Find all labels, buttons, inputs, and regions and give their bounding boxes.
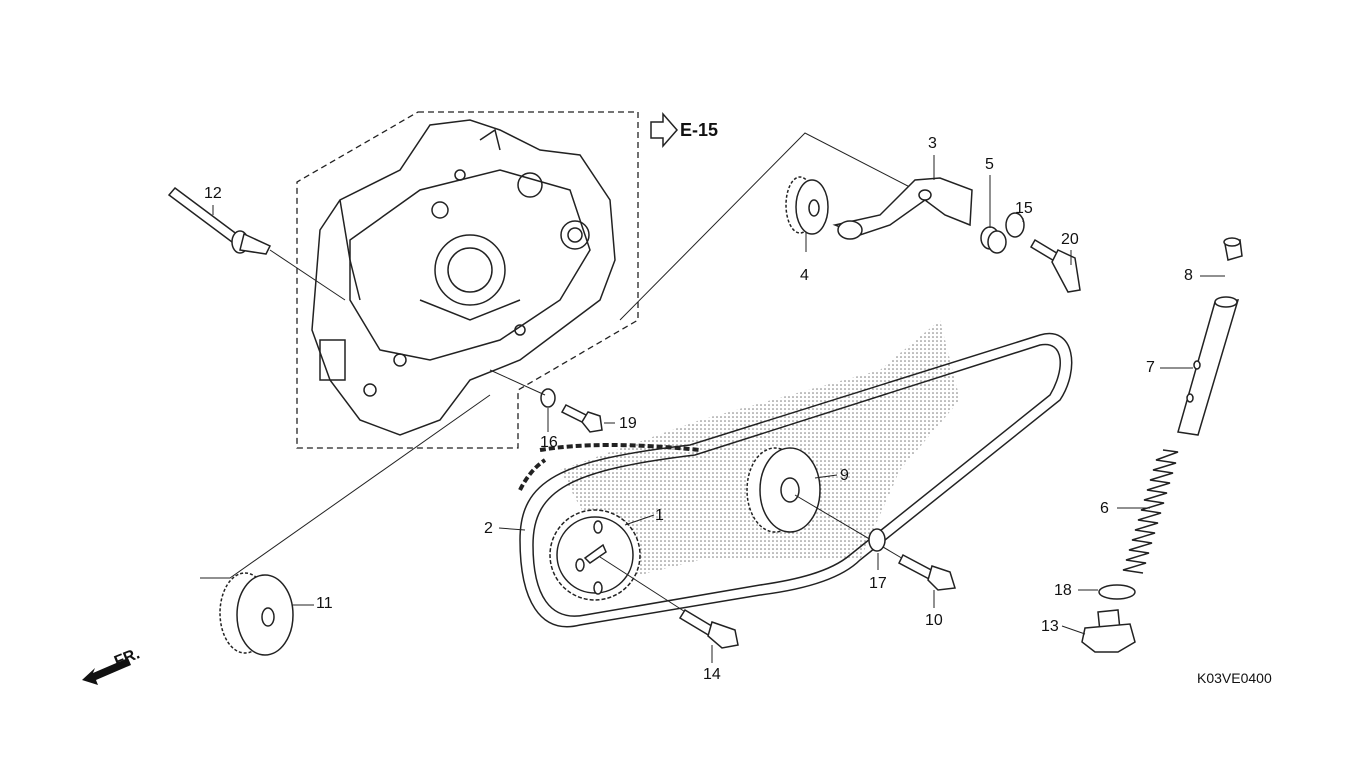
shading-area <box>560 320 960 580</box>
callout-10: 10 <box>925 612 943 629</box>
pushrod-7 <box>1177 296 1240 436</box>
diagram-code: K03VE0400 <box>1197 670 1272 686</box>
leader-14-sprocket <box>599 556 691 616</box>
crankcase <box>311 119 616 436</box>
callout-3: 3 <box>928 135 937 152</box>
callout-18: 18 <box>1054 582 1072 599</box>
sprocket-4 <box>785 176 829 235</box>
callout-14: 14 <box>703 666 721 683</box>
collar-5 <box>980 226 1007 254</box>
washer-16 <box>540 388 556 408</box>
bolt-10 <box>898 553 956 591</box>
callout-7: 7 <box>1146 359 1155 376</box>
callout-17: 17 <box>869 575 887 592</box>
washer-17 <box>868 528 886 552</box>
reference-arrow-icon <box>650 112 678 148</box>
callout-1: 1 <box>655 507 664 524</box>
callout-6: 6 <box>1100 500 1109 517</box>
cam-chain <box>518 332 1073 628</box>
cap-8 <box>1223 237 1243 261</box>
callout-19: 19 <box>619 415 637 432</box>
callout-12: 12 <box>204 185 222 202</box>
callout-20: 20 <box>1061 231 1079 248</box>
callout-8: 8 <box>1184 267 1193 284</box>
callout-4: 4 <box>800 267 809 284</box>
leader-12-case <box>269 249 346 301</box>
bolt-14 <box>678 608 739 649</box>
leader-10-roller <box>794 494 906 561</box>
sprocket-11 <box>219 572 294 656</box>
tensioner-arm-3 <box>832 177 973 240</box>
bolt-19 <box>560 404 603 433</box>
callout-11: 11 <box>316 595 333 612</box>
callout-16: 16 <box>540 434 558 451</box>
bolt-20 <box>1029 238 1081 293</box>
plug-13 <box>1081 609 1136 653</box>
guide-roller-9 <box>746 447 821 533</box>
leader-11-case <box>200 394 491 579</box>
callout-2: 2 <box>484 520 493 537</box>
leader-3-case <box>619 132 936 321</box>
callout-13: 13 <box>1041 618 1059 635</box>
crankcase-frame <box>296 111 639 449</box>
leader-16-case <box>489 369 546 396</box>
spring-6 <box>1122 449 1179 574</box>
front-direction-arrow-icon <box>82 658 131 685</box>
shaft-12 <box>167 186 272 255</box>
callout-9: 9 <box>840 467 849 484</box>
washer-18 <box>1098 584 1136 600</box>
callout-5: 5 <box>985 156 994 173</box>
callout-15: 15 <box>1015 200 1033 217</box>
callout-leaders <box>212 155 1225 663</box>
cam-sprocket-1 <box>549 509 641 601</box>
reference-label: E-15 <box>680 120 719 140</box>
washer-15 <box>1005 212 1025 238</box>
